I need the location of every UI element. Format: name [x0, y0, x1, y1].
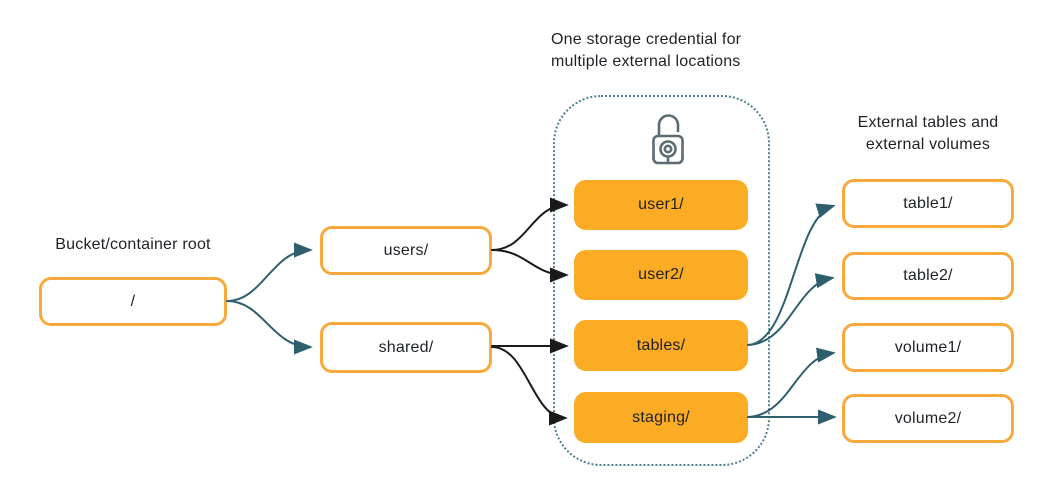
bucket-root-label: Bucket/container root	[55, 236, 211, 253]
node-staging: staging/	[574, 392, 748, 443]
node-user1: user1/	[574, 180, 748, 230]
node-volume2-label: volume2/	[894, 409, 962, 427]
node-table2-label: table2/	[903, 267, 953, 284]
node-root-label: /	[130, 292, 136, 310]
lock-shackle	[657, 114, 680, 138]
node-user2: user2/	[574, 250, 748, 300]
lock-keyhole-outer	[659, 140, 677, 158]
node-shared: shared/	[320, 322, 492, 373]
node-shared-label: shared/	[378, 338, 434, 356]
credential-group-label: One storage credential for multiple exte…	[551, 31, 742, 70]
node-staging-label: staging/	[632, 408, 690, 426]
node-volume2: volume2/	[842, 394, 1014, 443]
node-tables-label: tables/	[636, 336, 686, 354]
node-tables: tables/	[574, 320, 748, 371]
edge-root-shared	[226, 300, 313, 355]
node-user1-label: user1/	[638, 196, 684, 213]
node-root: /	[39, 277, 227, 326]
node-volume1: volume1/	[842, 323, 1014, 372]
lock-keyhole-inner	[663, 144, 673, 154]
node-table1-label: table1/	[903, 194, 953, 212]
node-volume1-label: volume1/	[894, 338, 962, 356]
node-user2-label: user2/	[638, 266, 684, 283]
node-table1: table1/	[842, 179, 1014, 228]
node-users-label: users/	[383, 241, 429, 259]
unlocked-padlock-icon	[652, 114, 684, 165]
edge-root-users	[226, 242, 313, 302]
node-table2: table2/	[842, 252, 1014, 300]
node-users: users/	[320, 226, 492, 275]
external-group-label: External tables and external volumes	[857, 114, 999, 153]
